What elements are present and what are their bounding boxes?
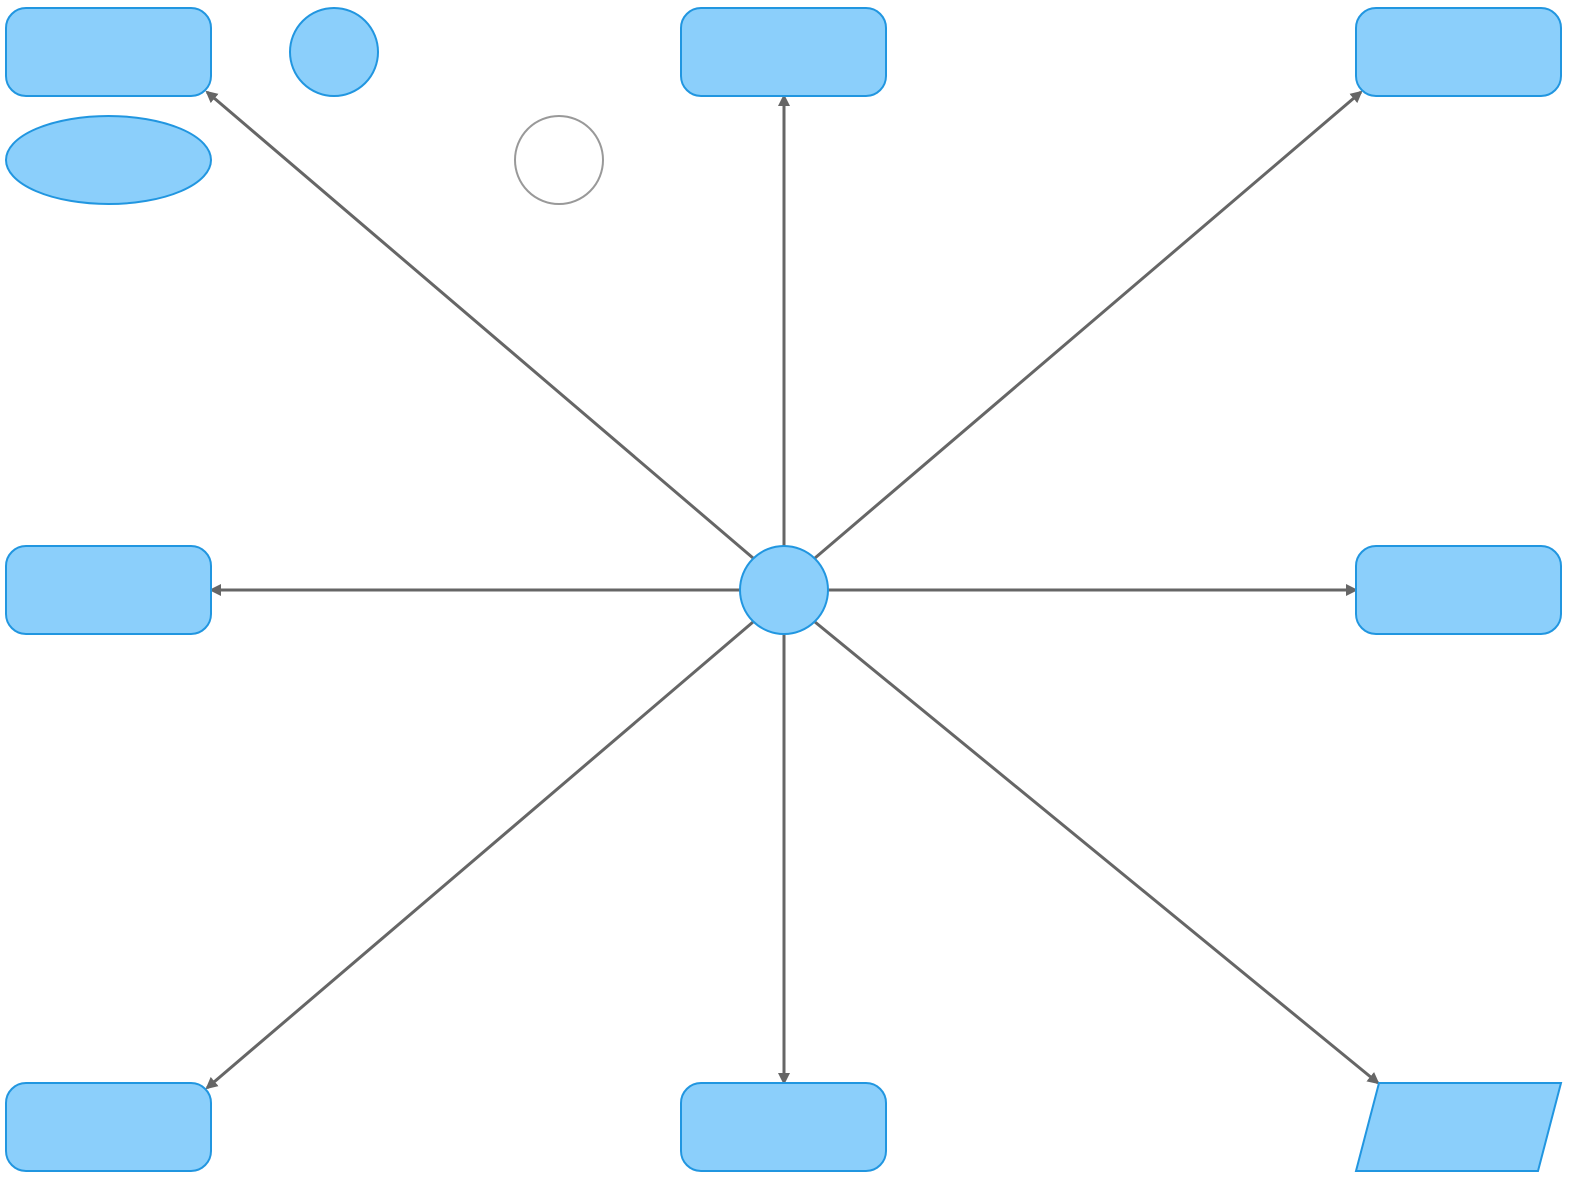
node-top-right-box[interactable] [1355,7,1562,97]
edge-hub-to-top-right-box [814,90,1363,560]
edges-layer [205,90,1380,1090]
node-bottom-left-box[interactable] [5,1082,212,1172]
edge-hub-to-bottom-right-parallelogram [814,620,1380,1085]
node-top-small-circle[interactable] [289,7,379,97]
node-empty-circle[interactable] [514,115,604,205]
node-middle-left-box[interactable] [5,545,212,635]
node-top-center-box[interactable] [680,7,887,97]
node-ellipse-node[interactable] [5,115,212,205]
node-middle-right-box[interactable] [1355,545,1562,635]
node-bottom-right-parallelogram[interactable] [1354,1082,1563,1172]
node-top-left-box[interactable] [5,7,212,97]
node-bottom-center-box[interactable] [680,1082,887,1172]
edge-hub-to-top-left-box [205,90,754,560]
nodes-layer [5,7,1563,1172]
node-hub-circle[interactable] [739,545,829,635]
edge-hub-to-bottom-left-box [205,620,754,1090]
